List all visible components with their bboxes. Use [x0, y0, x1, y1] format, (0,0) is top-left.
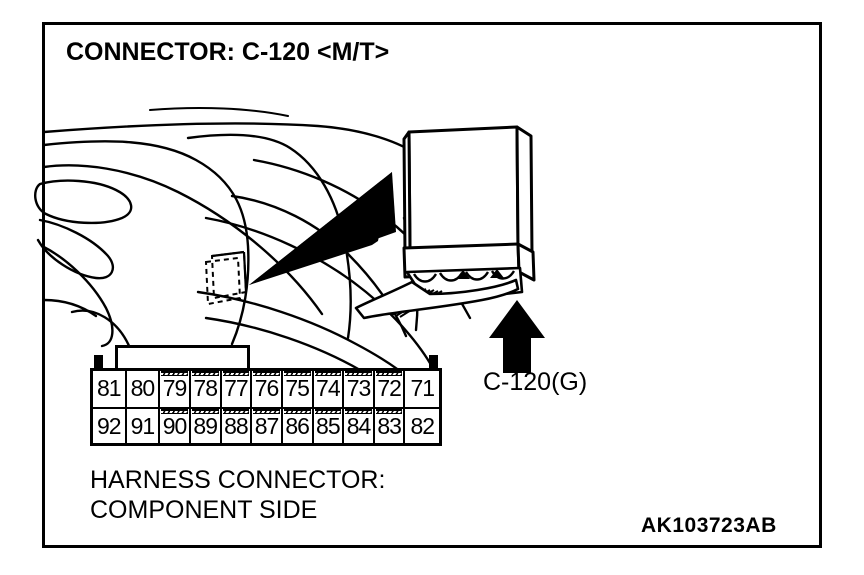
- pin-label: 88: [224, 413, 249, 439]
- pin-label: 83: [377, 413, 402, 439]
- pin-cell[interactable]: 92: [93, 409, 127, 443]
- terminal-hatch-band: [191, 409, 219, 414]
- terminal-hatch-band: [345, 371, 372, 376]
- harness-caption-line2: COMPONENT SIDE: [90, 496, 318, 524]
- pin-label: 71: [410, 375, 435, 401]
- pin-label: 79: [162, 375, 188, 401]
- pin-cell[interactable]: 71: [405, 371, 440, 407]
- pin-cell[interactable]: 87: [252, 409, 283, 443]
- pin-label: 73: [346, 375, 372, 401]
- connector-id-label: C-120(G): [483, 368, 588, 396]
- terminal-hatch-band: [161, 409, 188, 414]
- pin-cell[interactable]: 79: [160, 371, 191, 407]
- pin-cell[interactable]: 89: [190, 409, 222, 443]
- terminal-hatch-band: [314, 409, 342, 414]
- terminal-hatch-band: [314, 371, 342, 376]
- reference-code: AK103723AB: [641, 514, 777, 537]
- pin-label: 89: [193, 413, 218, 439]
- pin-layout-table: 81 80 79 78 77 76 75 74 73 72 71 92 91 9…: [90, 368, 442, 446]
- pin-cell[interactable]: 86: [282, 409, 314, 443]
- pin-label: 76: [254, 375, 280, 401]
- pin-cell[interactable]: 84: [344, 409, 375, 443]
- terminal-hatch-band: [253, 409, 280, 414]
- pin-cell[interactable]: 76: [252, 371, 283, 407]
- harness-caption: HARNESS CONNECTOR: COMPONENT SIDE: [90, 465, 385, 525]
- pin-cell[interactable]: 78: [190, 371, 222, 407]
- pin-cell[interactable]: 88: [221, 409, 253, 443]
- pin-label: 87: [254, 413, 280, 439]
- pin-cell[interactable]: 72: [374, 371, 406, 407]
- pin-label: 84: [346, 413, 372, 439]
- pin-cell[interactable]: 80: [126, 371, 161, 407]
- terminal-hatch-band: [253, 371, 280, 376]
- terminal-hatch-band: [161, 371, 188, 376]
- terminal-hatch-band: [375, 371, 403, 376]
- pin-cell[interactable]: 85: [313, 409, 345, 443]
- pin-label: 72: [377, 375, 402, 401]
- pin-cell[interactable]: 73: [344, 371, 375, 407]
- pin-label: 80: [130, 375, 156, 401]
- terminal-hatch-band: [283, 371, 311, 376]
- harness-caption-line1: HARNESS CONNECTOR:: [90, 466, 386, 494]
- terminal-hatch-band: [222, 409, 250, 414]
- pin-label: 85: [316, 413, 341, 439]
- pin-label: 86: [285, 413, 310, 439]
- pin-label: 91: [130, 413, 156, 439]
- pin-row-bottom: 92 91 90 89 88 87 86 85 84 83 82: [93, 407, 440, 443]
- pin-cell[interactable]: 81: [93, 371, 127, 407]
- connector-lock-tab: [115, 345, 250, 369]
- pin-cell[interactable]: 90: [160, 409, 191, 443]
- connector-right-clip: [429, 355, 438, 371]
- pin-cell[interactable]: 83: [374, 409, 406, 443]
- pin-row-top: 81 80 79 78 77 76 75 74 73 72 71: [93, 371, 440, 407]
- terminal-hatch-band: [191, 371, 219, 376]
- pin-label: 74: [316, 375, 341, 401]
- terminal-hatch-band: [375, 409, 403, 414]
- pin-label: 90: [162, 413, 188, 439]
- pin-label: 82: [410, 413, 435, 439]
- pin-cell[interactable]: 82: [405, 409, 440, 443]
- figure-title: CONNECTOR: C-120 <M/T>: [66, 38, 390, 66]
- pin-label: 81: [97, 375, 122, 401]
- pin-label: 92: [97, 413, 122, 439]
- pin-cell[interactable]: 75: [282, 371, 314, 407]
- pin-label: 78: [193, 375, 218, 401]
- terminal-hatch-band: [345, 409, 372, 414]
- pin-label: 75: [285, 375, 310, 401]
- pin-label: 77: [224, 375, 249, 401]
- pin-cell[interactable]: 74: [313, 371, 345, 407]
- terminal-hatch-band: [222, 371, 250, 376]
- pin-cell[interactable]: 77: [221, 371, 253, 407]
- connector-left-clip: [94, 355, 103, 371]
- terminal-hatch-band: [283, 409, 311, 414]
- pin-cell[interactable]: 91: [126, 409, 161, 443]
